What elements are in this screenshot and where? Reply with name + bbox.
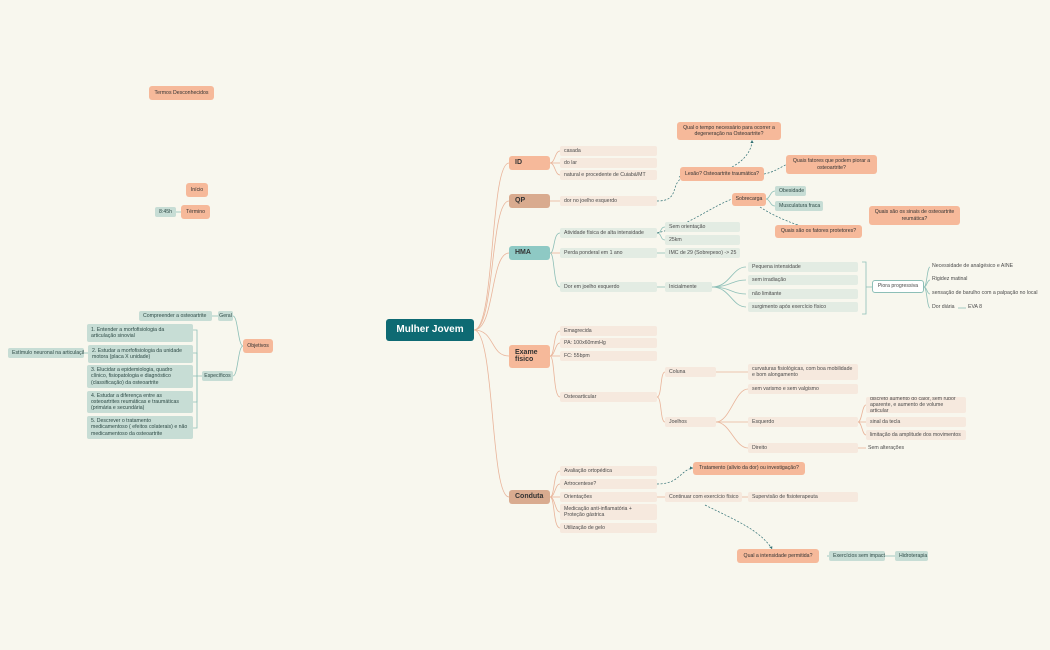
especifico-item-3[interactable]: 3. Elucidar a epidemiologia, quadro clín…: [87, 365, 193, 388]
exame-item-2[interactable]: PA: 100x60mmHg: [560, 338, 657, 348]
hma-node[interactable]: HMA: [509, 246, 550, 260]
esquerdo-detalhe-3[interactable]: limitação da amplitude dos movimentos: [866, 430, 966, 440]
hora-node[interactable]: 8:45h: [155, 207, 176, 217]
fatores-protetores-question[interactable]: Quais são os fatores protetores?: [775, 225, 862, 238]
especifico-item-1[interactable]: 1. Entender a morfofisiologia da articul…: [87, 324, 193, 342]
continuar-exercicio-item[interactable]: Continuar com exercício físico: [665, 492, 742, 502]
piora-item-1[interactable]: Necessidade de analgésico e AINE: [932, 263, 1014, 270]
id-node[interactable]: ID: [509, 156, 550, 170]
conduta-item-1[interactable]: Avaliação ortopédica: [560, 466, 657, 476]
exame-item-1[interactable]: Emagrecida: [560, 326, 657, 336]
exercicios-sem-impacto-item[interactable]: Exercícios sem impacto: [829, 551, 885, 561]
conduta-item-2[interactable]: Artrocentese?: [560, 479, 657, 489]
eva-item[interactable]: EVA 8: [968, 304, 983, 311]
qp-item[interactable]: dor no joelho esquerdo: [560, 196, 657, 206]
direito-detalhe[interactable]: Sem alterações: [868, 445, 905, 452]
conduta-item-4[interactable]: Medicação anti-inflamatória + Proteção g…: [560, 504, 657, 520]
intensidade-question[interactable]: Qual a intensidade permitida?: [737, 549, 819, 563]
conduta-item-3[interactable]: Orientações: [560, 492, 657, 502]
musculatura-item[interactable]: Musculatura fraca: [775, 201, 823, 211]
inicial-item-3[interactable]: não limitante: [748, 289, 858, 299]
piora-item-4[interactable]: Dor diária: [932, 304, 955, 311]
sem-orientacao-item[interactable]: Sem orientação: [665, 222, 740, 232]
exame-item-3[interactable]: FC: 55bpm: [560, 351, 657, 361]
esquerdo-detalhe-2[interactable]: sinal da tecla: [866, 417, 966, 427]
joelho-direito-item[interactable]: Direito: [748, 443, 858, 453]
conduta-item-5[interactable]: Utilização de gelo: [560, 523, 657, 533]
coluna-detalhe[interactable]: curvaturas fisiológicas, com boa mobilid…: [748, 364, 858, 380]
root-node-title[interactable]: Mulher Jovem: [386, 319, 474, 341]
estimulo-neuronal-node[interactable]: Estímulo neuronal na articulação: [8, 348, 84, 358]
joelho-esquerdo-item[interactable]: Esquerdo: [748, 417, 858, 427]
geral-item[interactable]: Compreender a osteoartrite: [139, 311, 212, 321]
osteoarticular-item[interactable]: Osteoarticular: [560, 392, 657, 402]
tratamento-question[interactable]: Tratamento (alívio da dor) ou investigaç…: [693, 462, 805, 475]
imc-item[interactable]: IMC de 29 (Sobrepeso) -> 25: [665, 248, 740, 258]
conduta-node[interactable]: Conduta: [509, 490, 550, 504]
inicial-item-4[interactable]: surgimento após exercício físico: [748, 302, 858, 312]
objetivos-node[interactable]: Objetivos: [243, 339, 273, 353]
inicialmente-item[interactable]: Inicialmente: [665, 282, 712, 292]
exame-fisico-node[interactable]: Exame físico: [509, 345, 550, 368]
termos-desconhecidos-node[interactable]: Termos Desconhecidos: [149, 86, 214, 100]
atividade-item[interactable]: Atividade física de alta intensidade: [560, 228, 657, 238]
dor-item[interactable]: Dor em joelho esquerdo: [560, 282, 657, 292]
especifico-item-2[interactable]: 2. Estudar a morfofisiologia da unidade …: [88, 345, 193, 363]
inicial-item-2[interactable]: sem irradiação: [748, 275, 858, 285]
especificos-node[interactable]: Específicos: [202, 371, 233, 381]
tempo-question[interactable]: Qual o tempo necessário para ocorrer a d…: [677, 122, 781, 140]
especifico-item-4[interactable]: 4. Estudar a diferença entre as osteoart…: [87, 391, 193, 413]
fatores-piorar-question[interactable]: Quais fatores que podem piorar a osteoar…: [786, 155, 877, 174]
id-item-casada[interactable]: casada: [560, 146, 657, 156]
piora-item-2[interactable]: Rigidez matinal: [932, 276, 968, 283]
sinais-question[interactable]: Quais são os sinais de osteoartrite reum…: [869, 206, 960, 225]
sobrecarga-node[interactable]: Sobrecarga: [732, 193, 766, 206]
perda-ponderal-item[interactable]: Perda ponderal em 1 ano: [560, 248, 657, 258]
qp-node[interactable]: QP: [509, 194, 550, 208]
joelhos-item[interactable]: Joelhos: [665, 417, 716, 427]
coluna-item[interactable]: Coluna: [665, 367, 716, 377]
inicial-item-1[interactable]: Pequena intensidade: [748, 262, 858, 272]
supervisao-item[interactable]: Supervisão de fisioterapeuta: [748, 492, 858, 502]
esquerdo-detalhe-1[interactable]: discreto aumento do calor, sem rubor apa…: [866, 397, 966, 413]
piora-item-3[interactable]: sensação de barulho com a palpação no lo…: [932, 290, 1038, 297]
id-item-natural[interactable]: natural e procedente de Cuiabá/MT: [560, 170, 657, 180]
obesidade-item[interactable]: Obesidade: [775, 186, 806, 196]
lesao-question[interactable]: Lesão? Osteoartrite traumática?: [680, 167, 764, 181]
id-item-do-lar[interactable]: do lar: [560, 158, 657, 168]
inicio-node[interactable]: Início: [186, 183, 208, 197]
piora-progressiva-node[interactable]: Piora progressiva: [872, 280, 924, 293]
termino-node[interactable]: Término: [181, 205, 210, 219]
geral-node[interactable]: Geral: [218, 311, 233, 321]
especifico-item-5[interactable]: 5. Descrever o tratamento medicamentoso …: [87, 416, 193, 439]
distancia-item[interactable]: 25km: [665, 235, 740, 245]
hidroterapia-item[interactable]: Hidroterapia: [895, 551, 928, 561]
varismo-item[interactable]: sem varismo e sem valgismo: [748, 384, 858, 394]
